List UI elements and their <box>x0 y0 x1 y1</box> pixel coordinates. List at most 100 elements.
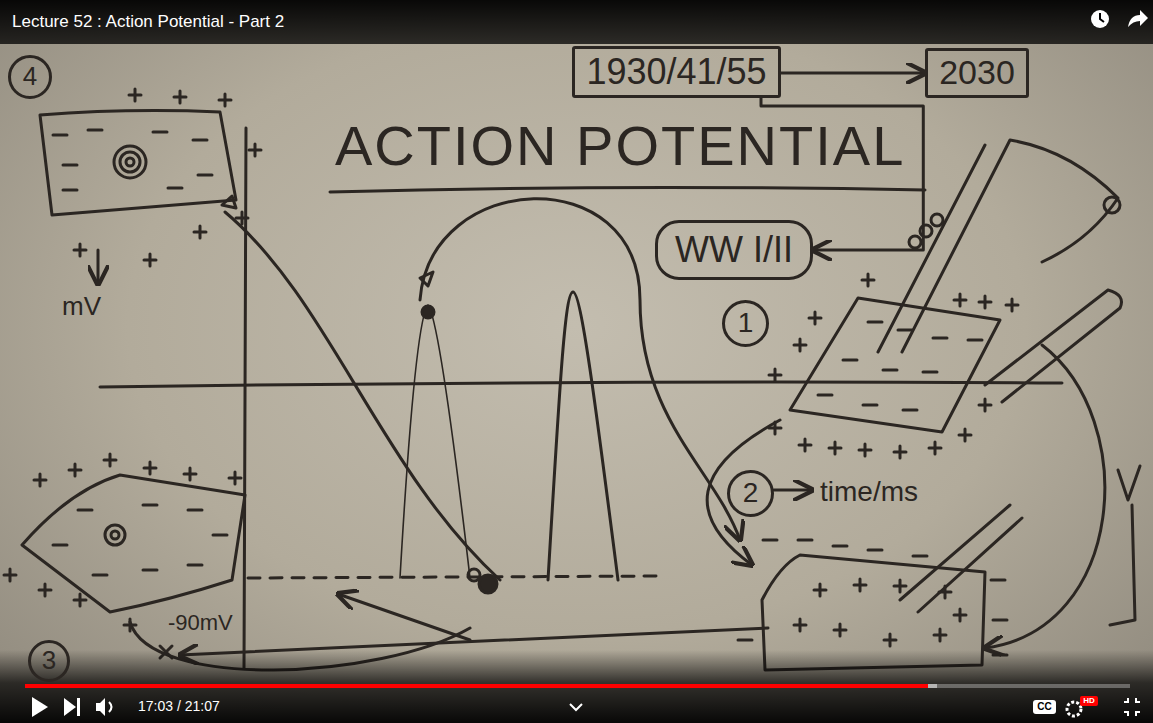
leader-arrow <box>774 489 812 492</box>
negative-charge <box>198 174 212 177</box>
positive-charge <box>174 91 186 103</box>
negative-charge <box>143 504 157 507</box>
positive-charge <box>129 89 141 101</box>
callout-number: 4 <box>8 55 52 99</box>
axis-label: time/ms <box>820 476 918 508</box>
positive-charge <box>954 294 966 306</box>
mv-arrow <box>97 250 100 284</box>
board-title: ACTION POTENTIAL <box>335 114 905 178</box>
scribble-loop <box>1104 197 1120 213</box>
node-text: 1930/41/55 <box>586 51 766 92</box>
cell-sheet <box>40 111 236 215</box>
negative-charge <box>213 534 227 537</box>
negative-charge <box>968 339 982 342</box>
negative-charge <box>193 139 207 142</box>
positive-charge <box>954 609 966 621</box>
positive-charge <box>144 462 156 474</box>
scribble-dot <box>422 306 434 318</box>
scribble-dot <box>479 575 497 593</box>
negative-charge <box>143 569 157 572</box>
positive-charge <box>74 594 86 606</box>
negative-charge <box>763 539 777 542</box>
callout-number: 1 <box>722 300 769 347</box>
scribble-loop <box>931 214 943 226</box>
negative-charge <box>923 371 937 374</box>
date-box: 2030 <box>925 48 1029 98</box>
negative-charge <box>78 509 92 512</box>
positive-charge <box>854 579 866 591</box>
callout-number: 2 <box>727 470 774 517</box>
positive-charge <box>859 444 871 456</box>
resting-baseline <box>248 576 665 578</box>
cell-nucleus <box>120 152 140 172</box>
scribble-dot <box>468 569 480 581</box>
negative-charge <box>993 619 1007 622</box>
positive-charge <box>769 422 781 434</box>
progress-played <box>25 684 928 688</box>
node-text: 3 <box>42 646 56 676</box>
negative-charge <box>863 404 877 407</box>
positive-charge <box>794 619 806 631</box>
node-text: WW I/II <box>675 229 793 270</box>
cell-nucleus <box>126 158 134 166</box>
connector-arrow <box>781 72 925 75</box>
share-icon <box>1128 10 1148 27</box>
pointer-mark <box>222 196 236 208</box>
positive-charge <box>794 339 806 351</box>
settings-icon <box>1067 702 1081 716</box>
positive-charge <box>894 446 906 458</box>
cell-nucleus <box>111 531 119 539</box>
cell-sheet <box>22 475 245 612</box>
value-label: -90mV <box>168 610 233 635</box>
positive-charge <box>769 369 781 381</box>
electrode <box>902 140 1118 352</box>
negative-charge <box>188 564 202 567</box>
positive-charge <box>104 454 116 466</box>
negative-charge <box>833 545 847 548</box>
era-box: WW I/II <box>655 220 813 280</box>
next-icon <box>77 698 80 716</box>
clock-icon <box>1091 10 1109 28</box>
negative-charge <box>88 129 102 132</box>
title-underline <box>330 187 925 192</box>
negative-charge <box>93 574 107 577</box>
positive-charge <box>39 584 51 596</box>
chevron-icon <box>570 704 582 710</box>
negative-charge <box>913 555 927 558</box>
flow-arrow <box>985 345 1105 648</box>
play-icon <box>32 697 48 717</box>
positive-charge <box>74 244 86 256</box>
node-text: 1 <box>738 307 754 339</box>
callout-number: 3 <box>28 640 70 682</box>
date-box: 1930/41/55 <box>572 46 781 98</box>
negative-charge <box>63 189 77 192</box>
volume-icon <box>96 698 105 716</box>
positive-charge <box>979 296 991 308</box>
positive-charge <box>884 634 896 646</box>
node-text: HD <box>1083 696 1095 705</box>
negative-charge <box>53 134 67 137</box>
pointer-mark <box>420 272 433 286</box>
bracket <box>1110 505 1135 625</box>
positive-charge <box>144 254 156 266</box>
electrode <box>900 505 1022 612</box>
volume-icon <box>109 702 112 712</box>
spike-curve <box>548 292 618 580</box>
video-time: 17:03 / 21:07 <box>138 698 220 714</box>
positive-charge <box>799 439 811 451</box>
positive-charge <box>894 580 906 592</box>
negative-charge <box>168 187 182 190</box>
positive-charge <box>34 474 46 486</box>
video-title: Lecture 52 : Action Potential - Part 2 <box>12 12 284 32</box>
scribble-mark <box>1118 466 1140 500</box>
positive-charge <box>69 464 81 476</box>
negative-charge <box>991 579 1005 582</box>
axis-vertical <box>244 128 246 668</box>
negative-charge <box>53 544 67 547</box>
negative-charge <box>153 131 167 134</box>
spike-curve <box>400 305 470 578</box>
negative-charge <box>868 321 882 324</box>
positive-charge <box>929 442 941 454</box>
negative-charge <box>843 359 857 362</box>
positive-charge <box>814 584 826 596</box>
